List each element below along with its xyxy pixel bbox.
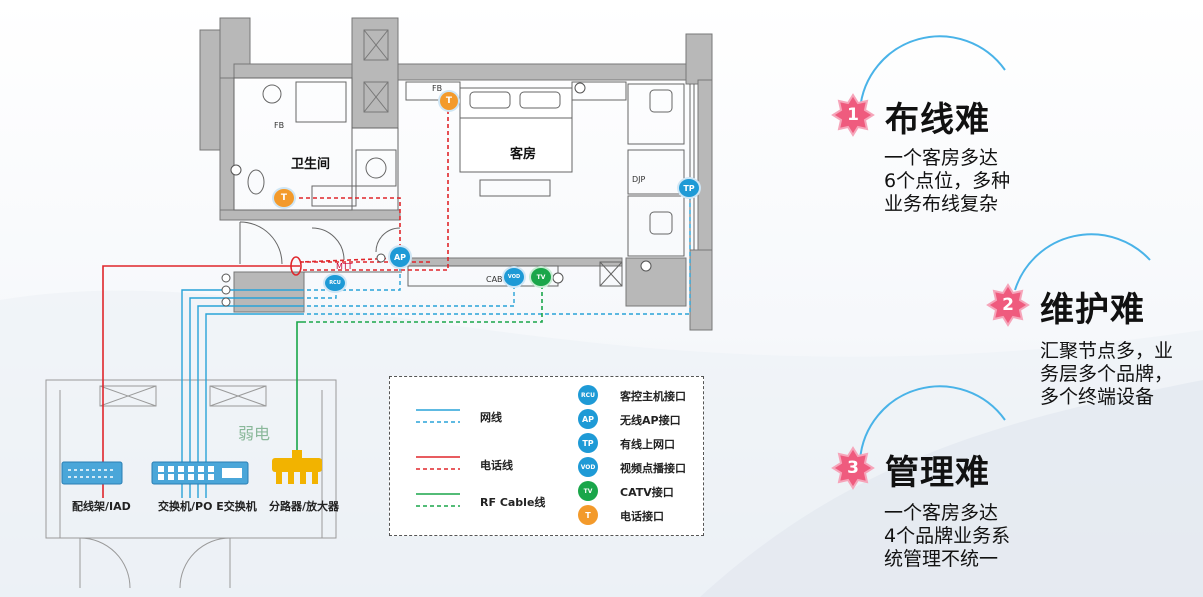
legend-phone-text: 电话接口 (620, 510, 664, 523)
cab-label: CAB (486, 275, 503, 284)
vod-icon: VOD (578, 457, 598, 477)
floor-plan (45, 17, 713, 589)
splitter-label: 分路器/放大器 (269, 500, 340, 513)
legend: 网线 电话线 RF Cable线 RCU 客控主机接口 AP 无线AP接口 TP… (389, 376, 704, 536)
issue-2-desc-line: 汇聚节点多，业 (1040, 340, 1174, 362)
issue-1-title: 布线难 (885, 100, 990, 140)
wireless-ap-icon: AP (390, 247, 410, 267)
legend-network-label: 网线 (480, 411, 502, 424)
issue-2-number: 2 (1002, 295, 1014, 315)
wired-port-icon: TP (679, 179, 699, 197)
issue-arcs (831, 35, 1151, 490)
phone-socket-icon: T (440, 92, 458, 110)
legend-rcu-text: 客控主机接口 (620, 390, 686, 403)
issue-2-title: 维护难 (1040, 290, 1145, 330)
issue-1-desc-line: 6个点位，多种 (884, 170, 1011, 192)
ap-icon: AP (578, 409, 598, 429)
tv-icon: TV (578, 481, 598, 501)
bathroom-label: 卫生间 (291, 157, 331, 172)
tv-socket-icon: TV (531, 268, 551, 286)
issue-3-desc-line: 统管理不统一 (884, 548, 999, 570)
tp-icon: TP (578, 433, 598, 453)
rcu-icon: RCU (578, 385, 598, 405)
patch-panel-label: 配线架/IAD (72, 500, 131, 513)
djp-label: DJP (632, 175, 646, 184)
issue-2-desc-line: 多个终端设备 (1040, 386, 1155, 408)
rcu-socket-icon: RCU (325, 275, 345, 291)
legend-tv-text: CATV接口 (620, 486, 674, 499)
issue-1-number: 1 (847, 105, 859, 125)
issue-3-title: 管理难 (885, 453, 990, 493)
mtt-label: MTT (336, 262, 353, 271)
legend-phone-label: 电话线 (480, 459, 513, 472)
legend-ap-text: 无线AP接口 (620, 414, 681, 427)
issue-3-desc-line: 一个客房多达 (884, 502, 999, 524)
issue-1-desc-line: 业务布线复杂 (884, 193, 999, 215)
weak-current-room-label: 弱电 (238, 424, 271, 443)
issue-3-number: 3 (847, 458, 859, 478)
phone-socket-icon: T (274, 189, 294, 207)
issue-1-desc-line: 一个客房多达 (884, 147, 999, 169)
phone-icon: T (578, 505, 598, 525)
legend-tp-text: 有线上网口 (620, 438, 675, 451)
fb-label: FB (432, 84, 443, 93)
legend-rf-label: RF Cable线 (480, 496, 546, 509)
issue-3-desc-line: 4个品牌业务系 (884, 525, 1011, 547)
legend-line-samples (416, 409, 460, 507)
issue-2-desc-line: 务层多个品牌， (1040, 363, 1174, 385)
switch-label: 交换机/PO E交换机 (158, 500, 257, 513)
legend-vod-text: 视频点播接口 (620, 462, 686, 475)
vod-socket-icon: VOD (504, 268, 524, 286)
guestroom-label: 客房 (510, 147, 537, 162)
fb-label: FB (274, 121, 285, 130)
